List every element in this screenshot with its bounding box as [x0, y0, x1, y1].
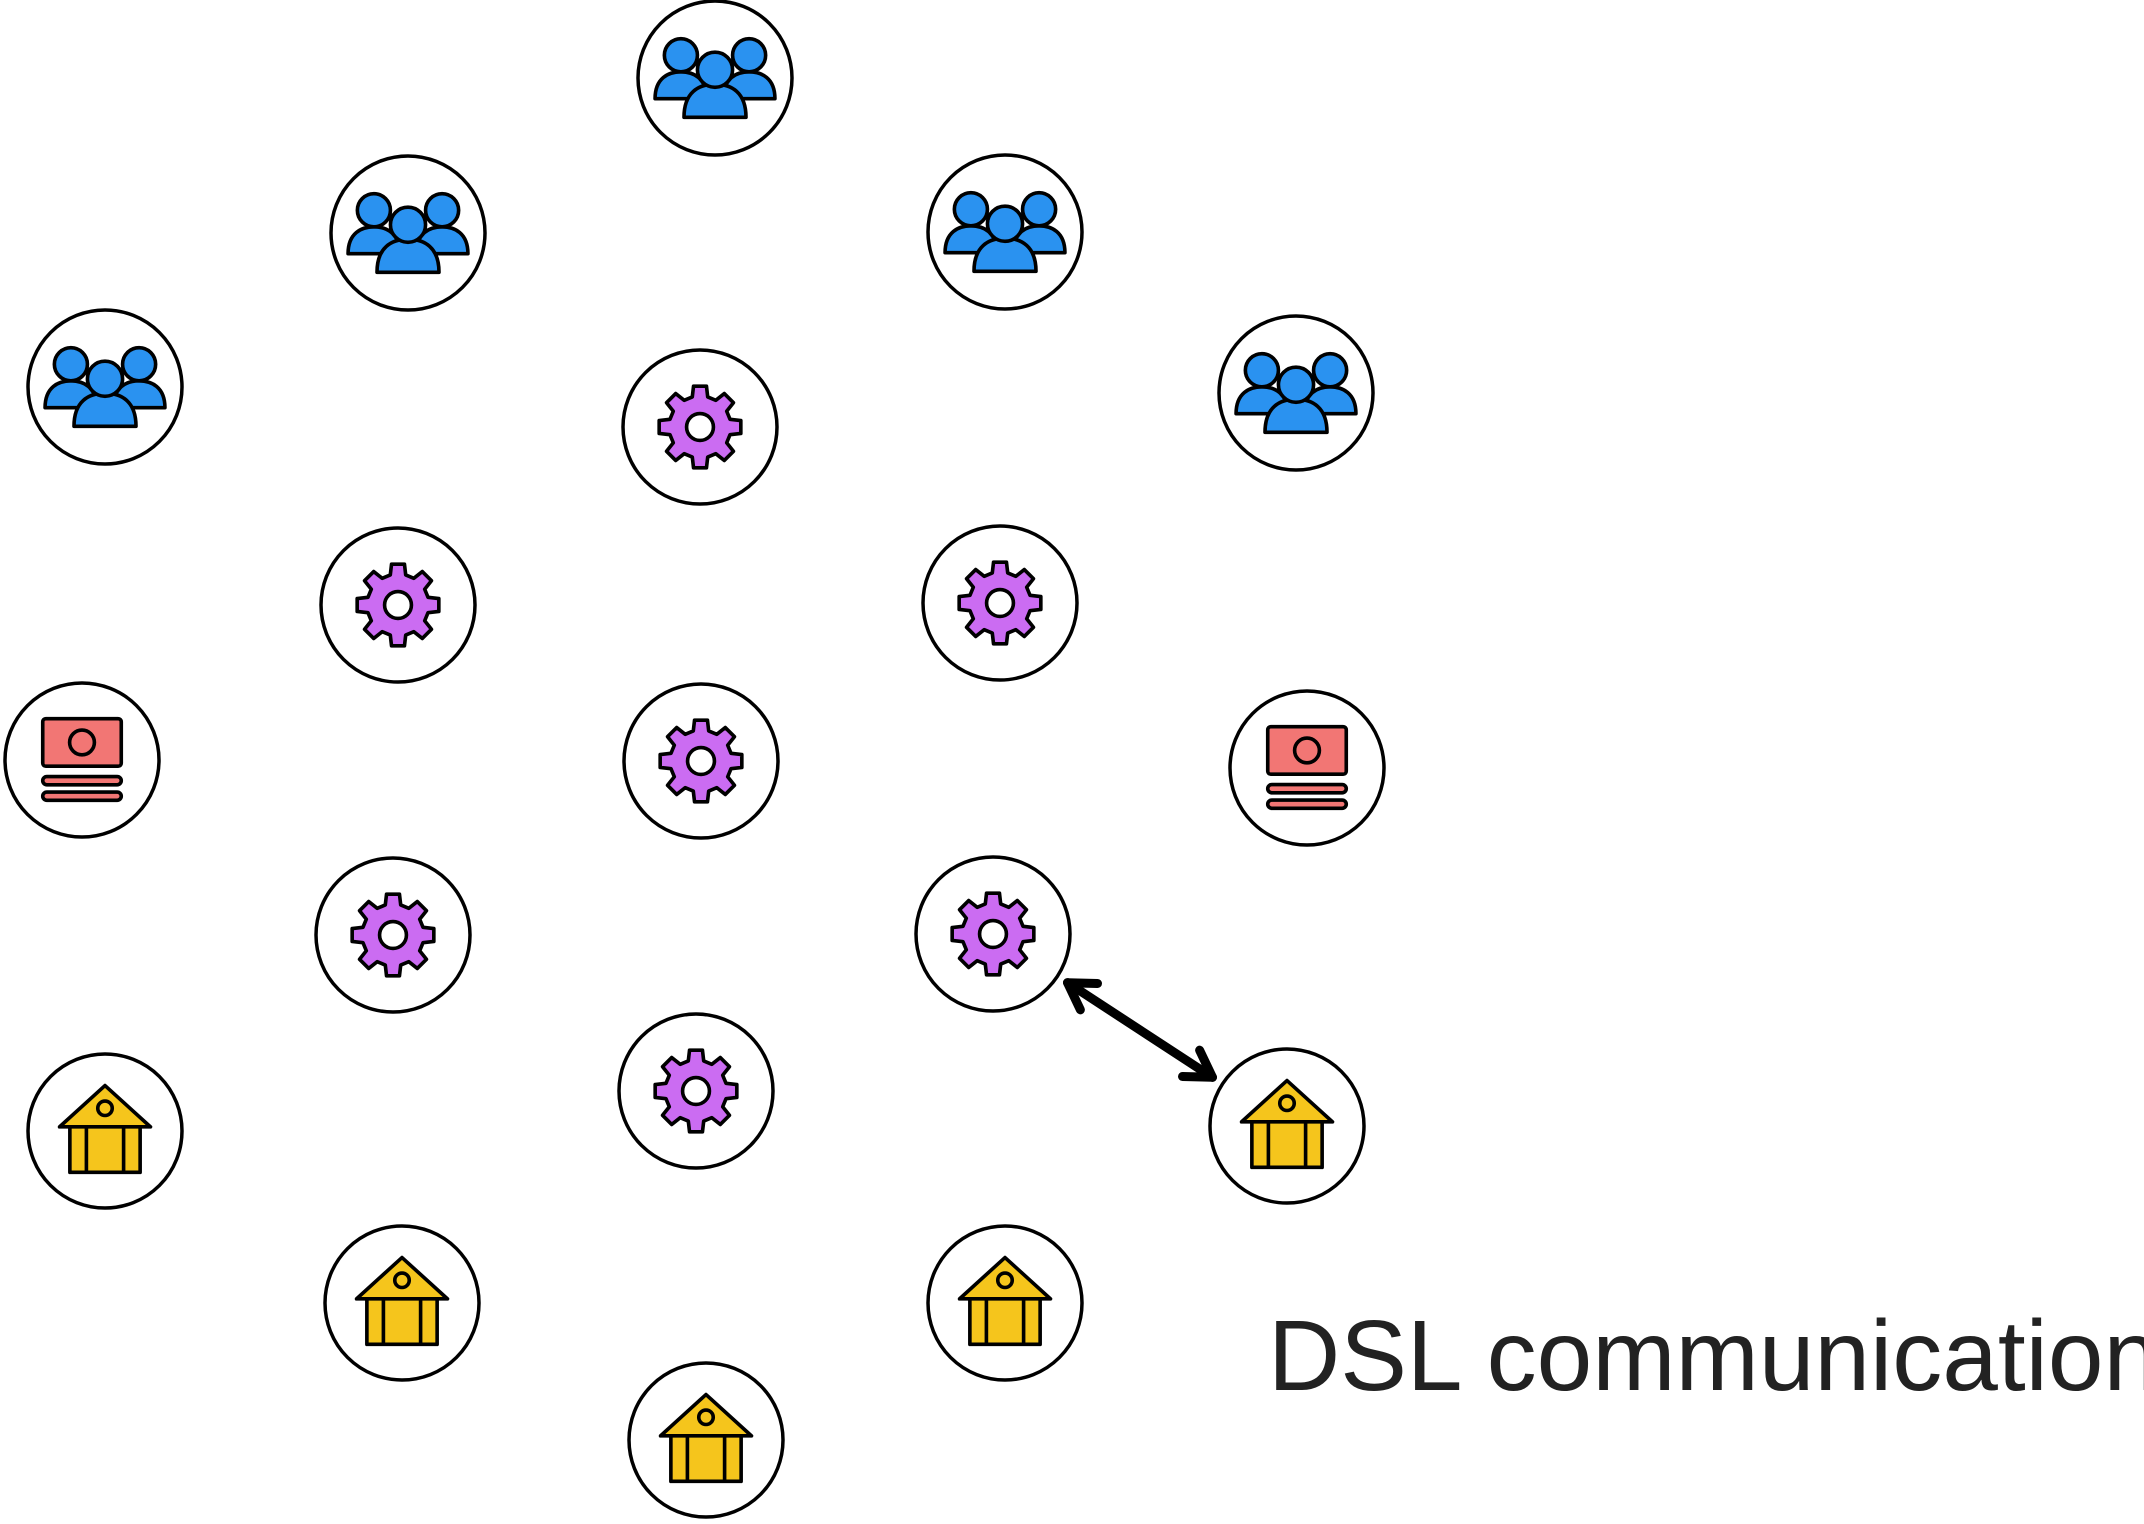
- gear-icon: [350, 892, 436, 978]
- node-house-3: [926, 1224, 1084, 1382]
- gear-icon: [658, 718, 744, 804]
- node-users-4: [26, 308, 184, 466]
- connection-line: [1063, 978, 1217, 1082]
- node-users-3: [926, 153, 1084, 311]
- node-gear-5: [314, 856, 472, 1014]
- gear-icon: [950, 891, 1036, 977]
- node-device-1: [3, 681, 161, 839]
- nodes-layer: [3, 0, 1386, 1519]
- node-gear-2: [319, 526, 477, 684]
- node-device-2: [1228, 689, 1386, 847]
- arrowhead-end: [1178, 1045, 1217, 1082]
- node-house-5: [1208, 1047, 1366, 1205]
- node-gear-4: [622, 682, 780, 840]
- node-house-2: [323, 1224, 481, 1382]
- node-gear-3: [921, 524, 1079, 682]
- gear-icon: [653, 1048, 739, 1134]
- node-gear-7: [617, 1012, 775, 1170]
- arrowhead-start: [1063, 978, 1102, 1015]
- node-gear-1: [621, 348, 779, 506]
- gear-icon: [957, 560, 1043, 646]
- node-users-5: [1217, 314, 1375, 472]
- node-house-4: [627, 1361, 785, 1519]
- node-users-2: [329, 154, 487, 312]
- gear-icon: [657, 384, 743, 470]
- diagram-caption: DSL communication: [1268, 1300, 2144, 1412]
- gear-icon: [355, 562, 441, 648]
- node-house-1: [26, 1052, 184, 1210]
- node-gear-6: [914, 855, 1072, 1013]
- connections-layer: [1063, 978, 1217, 1082]
- connection-gear-6-house-5: [1063, 978, 1217, 1082]
- node-users-1: [636, 0, 794, 157]
